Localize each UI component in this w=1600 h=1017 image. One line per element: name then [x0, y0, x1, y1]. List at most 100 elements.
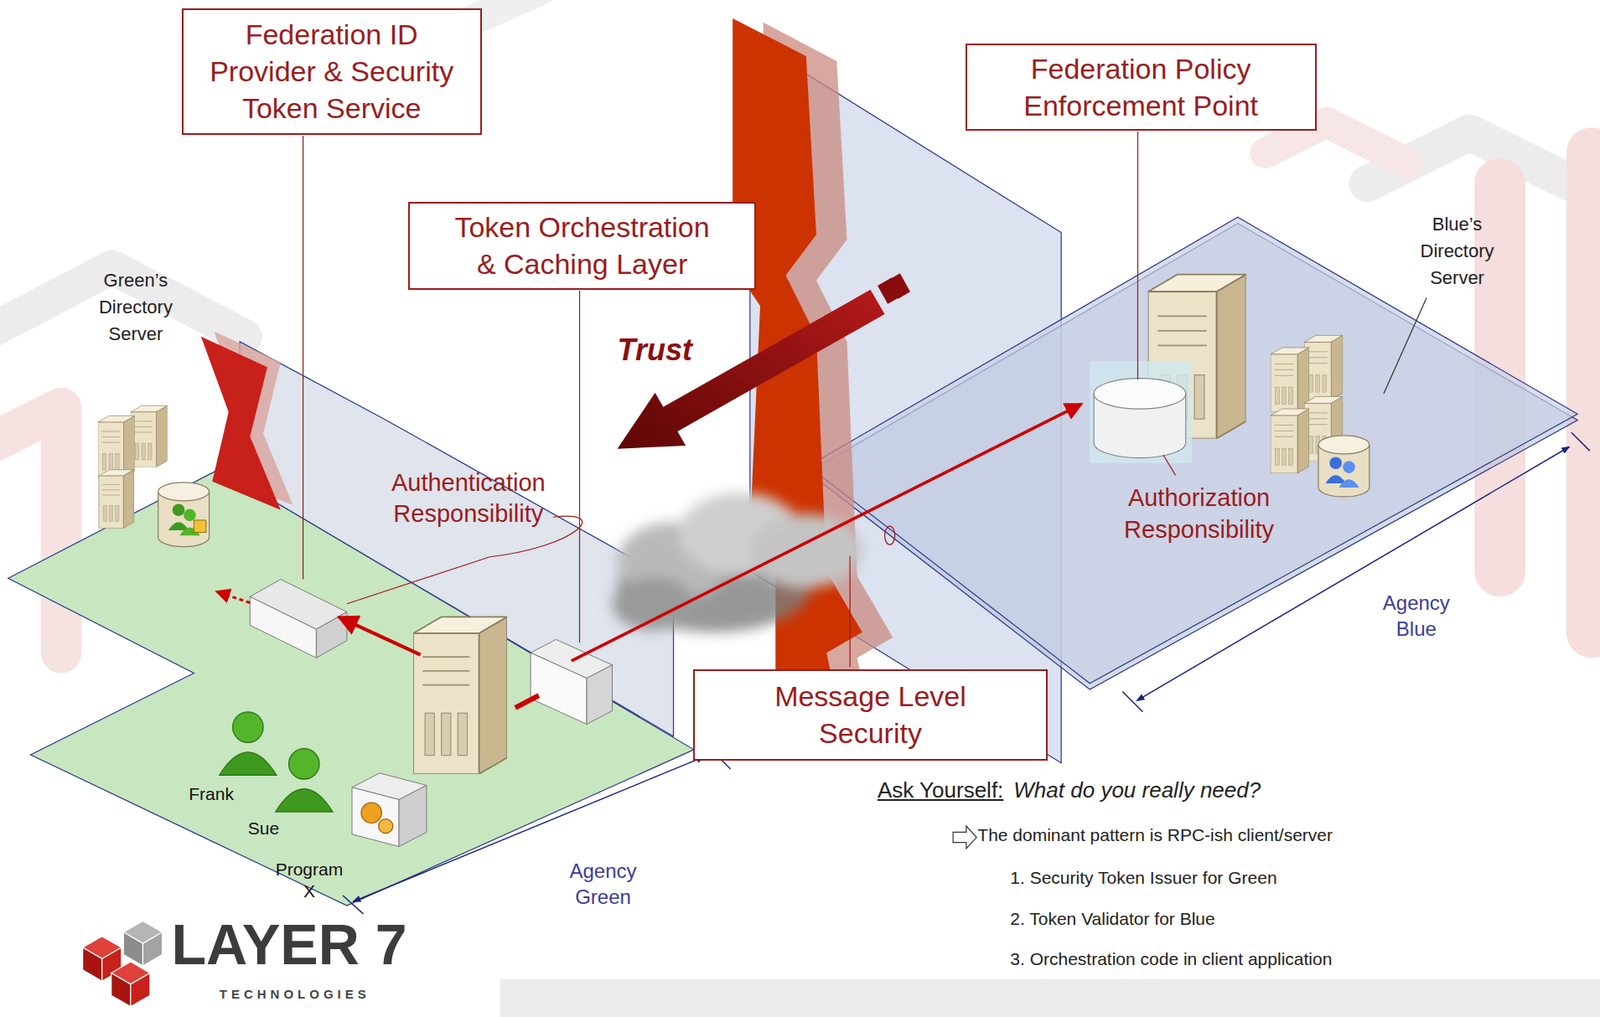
note-heading: Ask Yourself:: [877, 777, 1004, 804]
trust-arrow: [617, 273, 911, 449]
note-item: 1. Security Token Issuer for Green: [1009, 867, 1277, 889]
agency-label: Agency Green: [557, 858, 650, 911]
watermark: [0, 408, 62, 653]
green-directory-server: [158, 482, 210, 502]
server-label: Blue’s Directory Server: [1408, 211, 1506, 292]
leader-line: [302, 135, 304, 580]
policy-enforcement-point: [1089, 361, 1192, 464]
message-path: [885, 526, 896, 545]
callout-box: Token Orchestration & Caching Layer: [408, 201, 756, 290]
leader-line: [579, 290, 580, 643]
program-box: [361, 802, 382, 824]
note-text: The dominant pattern is RPC-ish client/s…: [977, 824, 1333, 846]
green-directory-server: [98, 470, 135, 529]
user-label: Sue: [248, 818, 280, 839]
agency-blue-floor: [807, 217, 1578, 690]
policy-enforcement-point: [1093, 378, 1186, 410]
callout-text: Federation ID Provider & Security Token …: [199, 15, 465, 128]
callout-text: Federation Policy Enforcement Point: [1003, 50, 1279, 125]
logo-mark: [123, 932, 143, 967]
note-question: What do you really need?: [1013, 777, 1261, 804]
green-directory-server: [98, 415, 135, 477]
logo-mark: [130, 973, 151, 1007]
green-directory-server: [193, 520, 207, 534]
users: [275, 789, 333, 813]
token-service-box: [249, 596, 316, 658]
trust-label: Trust: [617, 331, 693, 368]
bullet-arrow: [952, 826, 977, 850]
program-label: Program X: [268, 859, 351, 904]
program-box: [352, 773, 427, 848]
users: [219, 752, 277, 776]
watermark: [1566, 153, 1600, 633]
network-cloud: [611, 492, 862, 633]
leader-line: [303, 131, 1427, 668]
green-firewall: [201, 336, 281, 511]
green-directory-server: [130, 405, 168, 467]
program-box: [378, 819, 394, 834]
blue-servers: [1329, 456, 1342, 470]
logo-mark: [111, 973, 131, 1007]
note-item: 2. Token Validator for Blue: [1009, 908, 1215, 930]
message-path: [515, 695, 539, 709]
trust-arrow: [887, 273, 911, 299]
leader-line: [346, 516, 583, 605]
logo-text: LAYER 7: [171, 916, 408, 974]
logo-mark: [142, 932, 162, 967]
responsibility-label: Authentication Responsibility: [365, 467, 571, 531]
blue-servers: [1318, 435, 1370, 455]
callout-box: Federation ID Provider & Security Token …: [181, 8, 482, 135]
dimension-line: [342, 432, 1590, 915]
logo-subtext: TECHNOLOGIES: [219, 988, 371, 1001]
server-label: Green’s Directory Server: [87, 267, 184, 348]
blue-servers: [1325, 475, 1346, 484]
blue-servers: [1270, 347, 1310, 413]
callout-box: Federation Policy Enforcement Point: [965, 43, 1317, 131]
orchestration-box: [586, 665, 612, 725]
program-box: [352, 787, 399, 848]
policy-enforcement-point: [1089, 361, 1192, 464]
leader-line: [849, 556, 851, 668]
green-firewall: [201, 331, 294, 511]
network-cloud: [750, 514, 863, 589]
client-server: [413, 616, 508, 775]
green-directory-server: [183, 509, 197, 523]
message-path: [216, 403, 1082, 709]
leader-line: [1163, 455, 1176, 476]
dimension-line: [342, 895, 363, 915]
orchestration-box: [530, 652, 587, 725]
message-path: [338, 617, 420, 656]
agency-label: Agency Blue: [1370, 590, 1463, 643]
logo-mark: [82, 921, 163, 1007]
responsibility-label: Authorization Responsibility: [1096, 482, 1302, 546]
blue-servers: [1342, 460, 1356, 474]
dimension-line: [352, 756, 705, 902]
agency-green-floor: [8, 469, 694, 907]
footer-bar: [500, 979, 1600, 1017]
message-path: [216, 591, 250, 603]
message-path: [571, 403, 1083, 662]
users: [289, 749, 321, 781]
client-server: [413, 616, 508, 775]
footer-bar: [500, 979, 1600, 1017]
callout-text: Token Orchestration & Caching Layer: [448, 208, 717, 283]
bullet-arrow: [952, 826, 977, 850]
dimension-line: [1122, 691, 1143, 712]
users: [233, 712, 265, 744]
program-box: [398, 785, 427, 847]
dimension-line: [1571, 432, 1590, 451]
users: [219, 712, 333, 813]
blue-servers: [1338, 479, 1359, 488]
logo-mark: [82, 947, 103, 982]
agency-green-floor: [8, 469, 694, 907]
orchestration-box: [530, 639, 612, 725]
note-item: 3. Orchestration code in client applicat…: [1009, 948, 1332, 970]
user-label: Frank: [188, 783, 234, 805]
callout-box: Message Level Security: [693, 669, 1049, 762]
green-directory-server: [98, 405, 210, 547]
